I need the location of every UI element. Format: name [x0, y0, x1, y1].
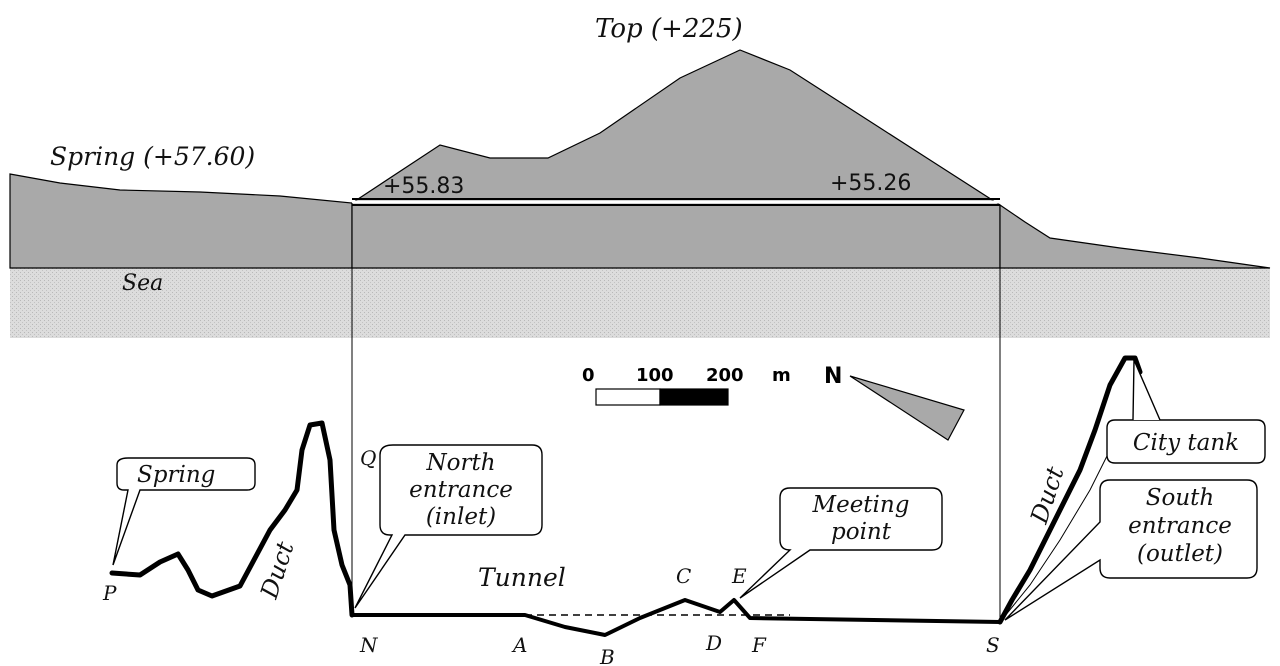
callout-meeting-point: Meeting point — [739, 487, 943, 599]
callout-south-entrance-line1: South — [1146, 485, 1214, 511]
duct-right — [997, 355, 1143, 625]
callout-spring-text: Spring — [137, 462, 215, 488]
point-A: A — [511, 633, 527, 657]
callout-north-entrance-line1: North — [425, 450, 495, 476]
point-C: C — [676, 564, 691, 588]
north-arrow-icon — [849, 375, 965, 441]
callout-spring: Spring — [112, 457, 256, 566]
callout-south-entrance-line2: entrance — [1128, 513, 1232, 539]
scale-tick-100: 100 — [636, 365, 674, 386]
callout-meeting-point-line2: point — [831, 519, 892, 545]
duct-label-right: Duct — [1025, 463, 1070, 528]
callout-south-entrance-line3: (outlet) — [1137, 541, 1223, 567]
callout-city-tank-pointer — [1132, 359, 1161, 421]
north-arrow-label: N — [824, 364, 842, 389]
point-P: P — [102, 581, 117, 605]
top-label: Top (+225) — [595, 14, 743, 44]
callout-spring-bubble — [112, 457, 256, 566]
south-entrance-elevation: +55.26 — [830, 171, 911, 196]
tunnel-label: Tunnel — [478, 563, 566, 592]
scale-bar: 0 100 200 m — [582, 365, 791, 406]
sea-label: Sea — [122, 271, 163, 296]
point-N: N — [359, 633, 379, 657]
callout-city-tank-bubble — [1106, 419, 1266, 464]
tunnel-plan — [352, 598, 1001, 637]
spring-elevation-label: Spring (+57.60) — [50, 142, 255, 171]
callout-city-tank-text: City tank — [1133, 430, 1239, 456]
callout-north-entrance: North entrance (inlet) — [354, 444, 543, 609]
point-E: E — [731, 564, 747, 588]
callout-north-entrance-line2: entrance — [409, 477, 513, 503]
callout-north-entrance-line3: (inlet) — [426, 504, 496, 530]
elevation-profile: Top (+225) Spring (+57.60) +55.83 +55.26… — [9, 14, 1271, 338]
land-right — [999, 203, 1271, 269]
callout-south-entrance-bubble — [1004, 479, 1258, 621]
scale-segment-black — [659, 388, 729, 406]
north-arrow: N — [824, 364, 965, 441]
duct-left — [109, 420, 355, 618]
callout-north-entrance-bubble — [354, 444, 543, 609]
scale-tick-0: 0 — [582, 365, 595, 386]
point-S: S — [986, 633, 1000, 657]
callout-south-entrance: South entrance (outlet) — [1004, 479, 1258, 621]
scale-unit: m — [772, 365, 791, 386]
mountain — [351, 49, 1001, 269]
land-left — [9, 173, 353, 269]
point-Q: Q — [360, 446, 376, 470]
callout-meeting-point-line1: Meeting — [812, 492, 910, 518]
callout-city-tank: City tank — [1106, 359, 1266, 464]
point-F: F — [751, 633, 767, 657]
point-D: D — [705, 631, 722, 655]
callout-meeting-point-bubble — [739, 487, 943, 599]
scale-segment-white — [595, 388, 661, 406]
scale-tick-200: 200 — [706, 365, 744, 386]
point-B: B — [599, 645, 615, 666]
sea-band — [10, 268, 1270, 338]
duct-right-thin — [999, 439, 1116, 623]
north-entrance-elevation: +55.83 — [383, 174, 464, 199]
